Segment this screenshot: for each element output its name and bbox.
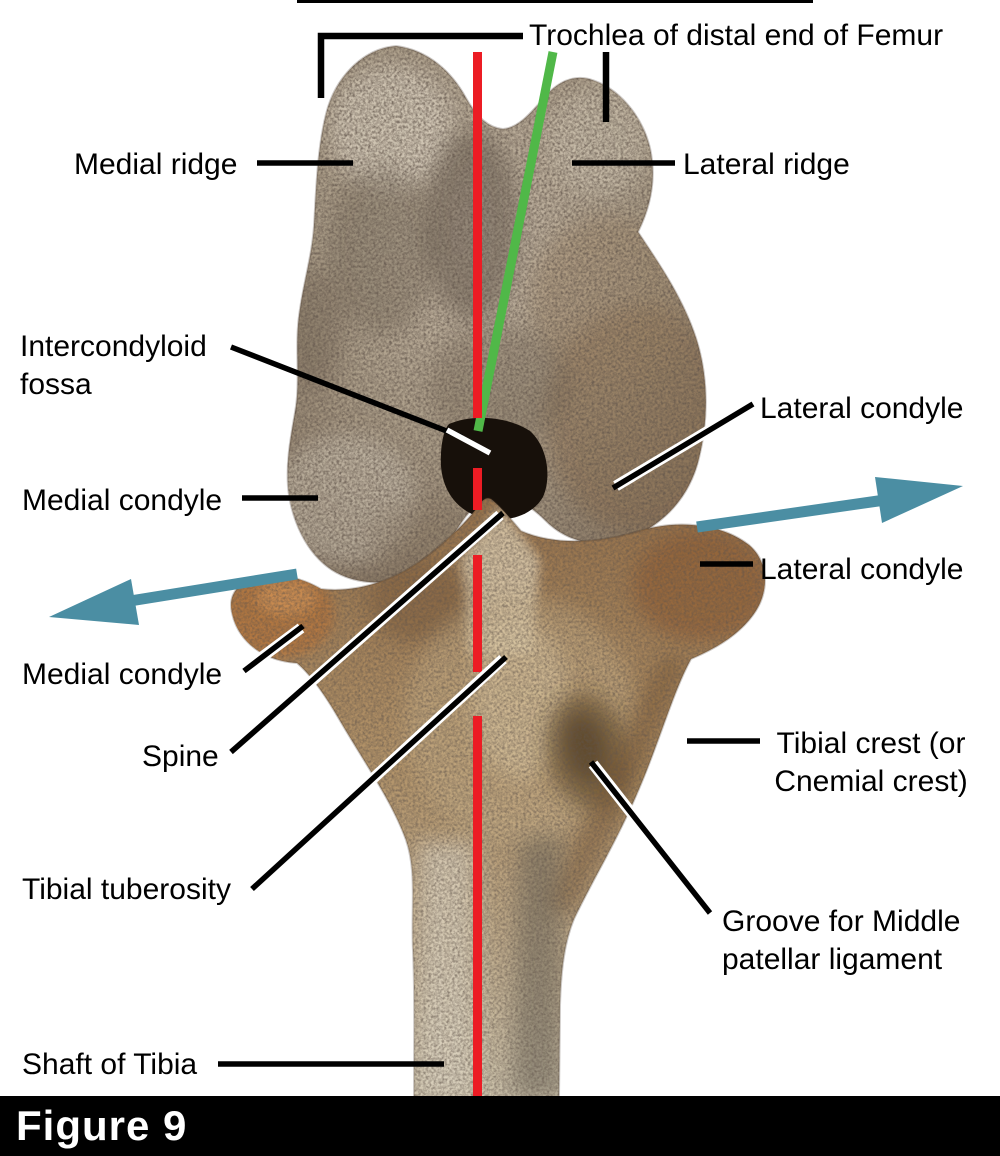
- label-lateral-ridge: Lateral ridge: [683, 148, 850, 181]
- lateral-condyle-femur-leader: [611, 401, 755, 491]
- label-trochlea: Trochlea of distal end of Femur: [529, 19, 944, 52]
- label-groove-middle-patellar-ligament: Groove for Middle patellar ligament: [722, 905, 961, 976]
- label-medial-condyle-femur: Medial condyle: [22, 484, 223, 517]
- femur-bone: [286, 45, 707, 584]
- intercondyloid-fossa-leader-tip: [445, 427, 492, 456]
- medial-direction-arrow: [49, 568, 298, 625]
- intercondyloid-fossa-leader: [230, 344, 463, 440]
- label-intercondyloid-fossa: Intercondyloid fossa: [20, 330, 207, 401]
- trochlea-bracket: [317, 32, 523, 98]
- figure-caption-bar: Figure 9: [0, 1096, 1000, 1156]
- label-lateral-condyle-tibia: Lateral condyle: [760, 553, 964, 586]
- label-tibial-tuberosity: Tibial tuberosity: [22, 873, 231, 906]
- trochlear-axis-line-green: [473, 51, 558, 432]
- label-medial-condyle-tibia: Medial condyle: [22, 658, 223, 691]
- groove-leader: [588, 760, 713, 915]
- femur-shading: [287, 46, 706, 583]
- tibia-bone: [230, 497, 766, 1098]
- label-medial-ridge: Medial ridge: [74, 148, 238, 181]
- figure-caption: Figure 9: [16, 1102, 188, 1149]
- spine-leader: [229, 510, 505, 755]
- top-edge-artifact: [297, 0, 813, 3]
- mechanical-axis-line-red: [473, 52, 482, 1097]
- tibial-tuberosity-leader: [250, 654, 508, 892]
- lateral-direction-arrow: [696, 477, 963, 533]
- medial-condyle-tibia-leader: [242, 623, 305, 674]
- label-lateral-condyle-femur: Lateral condyle: [760, 392, 964, 425]
- leader-lines: [218, 32, 760, 1067]
- tibia-shading: [231, 498, 765, 1097]
- label-tibial-crest: Tibial crest (or Cnemial crest): [774, 727, 968, 798]
- label-shaft-of-tibia: Shaft of Tibia: [22, 1048, 198, 1081]
- label-spine: Spine: [142, 740, 219, 773]
